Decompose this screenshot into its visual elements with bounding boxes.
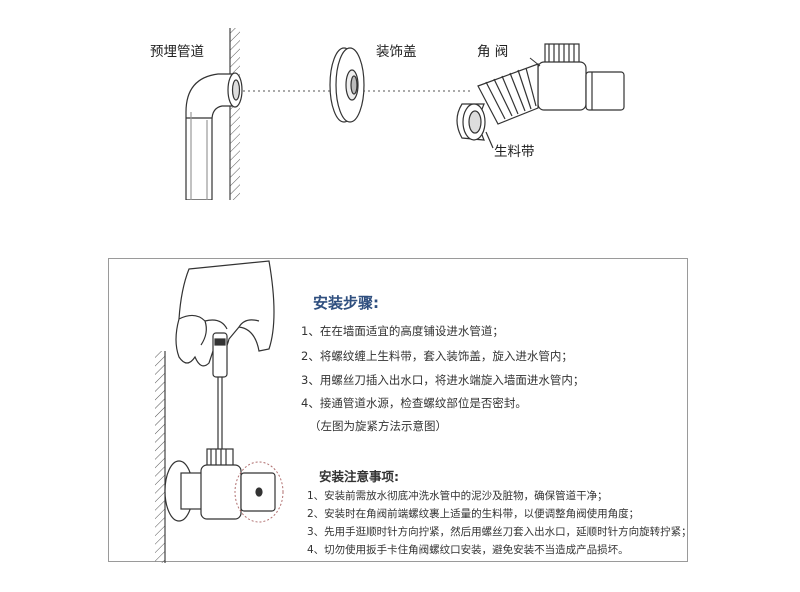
note-item-4: 4、切勿使用扳手卡住角阀螺纹口安装，避免安装不当造成产品损坏。 [307, 544, 629, 556]
embedded-pipe-label: 预埋管道 [150, 44, 204, 60]
rotation-indicator [234, 461, 284, 523]
installation-steps-title: 安装步骤: [313, 294, 379, 312]
note-item-1: 1、安装前需放水彻底冲洗水管中的泥沙及脏物，确保管道干净； [307, 490, 608, 502]
ptfe-tape-label: 生料带 [494, 144, 535, 160]
angle-valve-label: 角 阀 [477, 44, 509, 60]
hand-drawing [175, 260, 275, 367]
note-item-2: 2、安装时在角阀前端螺纹裹上适量的生料带，以便调整角阀使用角度； [307, 508, 640, 520]
installation-notes-title: 安装注意事项: [319, 469, 399, 484]
note-item-3: 3、先用手逛顺时针方向拧紧，然后用螺丝刀套入出水口，延顺时针方向旋转拧紧； [307, 526, 692, 538]
decorative-cover-label: 装饰盖 [376, 44, 417, 60]
install-step-3: 3、用螺丝刀插入出水口，将进水端旋入墙面进水管内； [301, 373, 585, 387]
decorative-cover-drawing [329, 47, 365, 123]
exploded-parts-diagram [185, 28, 625, 200]
install-step-4: 4、接通管道水源，检查螺纹部位是否密封。 [301, 396, 527, 410]
tightening-illustration [155, 260, 284, 563]
illustration-caption: （左图为旋紧方法示意图） [309, 419, 447, 433]
install-step-1: 1、在在墙面适宜的高度铺设进水管道； [301, 324, 504, 338]
embedded-pipe-drawing [185, 72, 243, 200]
screwdriver-drawing [212, 332, 228, 455]
install-step-2: 2、将螺纹缠上生料带，套入装饰盖，旋入进水管内； [301, 349, 573, 363]
angle-valve-drawing [456, 43, 625, 149]
installation-guide-panel: 安装步骤: 1、在在墙面适宜的高度铺设进水管道； 2、将螺纹缠上生料带，套入装饰… [108, 258, 692, 563]
wall [229, 28, 240, 200]
wall [155, 351, 166, 563]
angle-valve-drawing [164, 448, 276, 522]
